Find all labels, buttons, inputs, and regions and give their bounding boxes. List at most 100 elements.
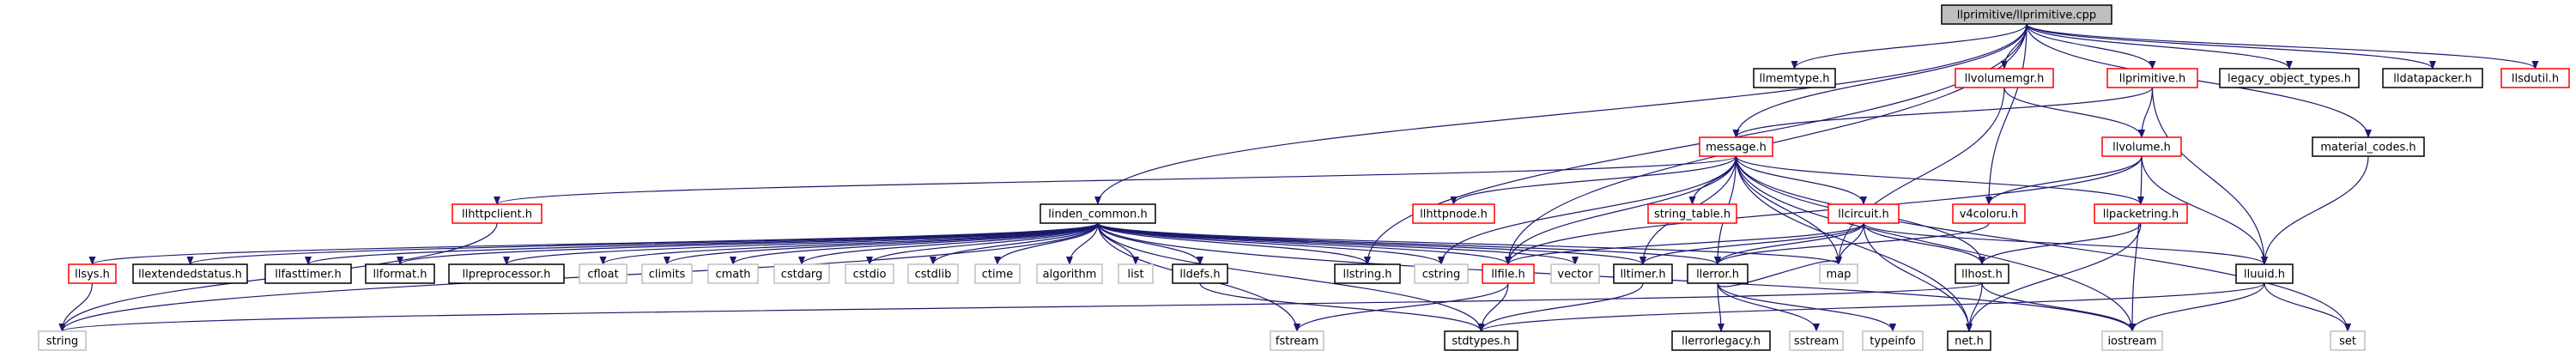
node-label: llhost.h bbox=[1961, 269, 2003, 281]
edge-llprimitive-to-lldatapacker bbox=[2026, 23, 2436, 70]
node-llfasttimer[interactable]: llfasttimer.h bbox=[264, 263, 352, 284]
node-stdtypes[interactable]: stdtypes.h bbox=[1444, 330, 1518, 351]
node-box bbox=[2382, 68, 2483, 88]
node-legacy[interactable]: legacy_object_types.h bbox=[2219, 68, 2360, 88]
edge-llprimitive-h-to-lluuid bbox=[2151, 87, 2268, 265]
node-label: fstream bbox=[1276, 336, 1318, 348]
edge-linden-common-to-llpreprocessor bbox=[503, 222, 1099, 265]
edge-llprimitive-to-linden-common bbox=[1094, 23, 2027, 205]
node-label: cstdlib bbox=[915, 269, 952, 281]
node-box bbox=[1647, 203, 1737, 224]
edge-lluuid-to-iostream bbox=[2129, 282, 2265, 332]
node-llstring[interactable]: llstring.h bbox=[1334, 263, 1401, 284]
node-llhttpclient[interactable]: llhttpclient.h bbox=[452, 203, 542, 224]
edge-llpacketring-to-net bbox=[1966, 222, 2142, 332]
node-llhost[interactable]: llhost.h bbox=[1955, 263, 2009, 284]
edge-llerror-to-typeinfo bbox=[1717, 282, 1896, 332]
node-box bbox=[2330, 330, 2366, 351]
node-llerror[interactable]: llerror.h bbox=[1687, 263, 1749, 284]
node-net[interactable]: net.h bbox=[1947, 330, 1991, 351]
node-label: list bbox=[1127, 269, 1143, 281]
node-box bbox=[845, 263, 894, 284]
node-label: llsdutil.h bbox=[2512, 73, 2559, 86]
node-box bbox=[2094, 203, 2188, 224]
node-linden-common[interactable]: linden_common.h bbox=[1039, 203, 1156, 224]
node-label: llpreprocessor.h bbox=[463, 269, 551, 281]
node-box bbox=[1172, 263, 1228, 284]
node-label: llmemtype.h bbox=[1760, 73, 1830, 86]
node-label: v4coloru.h bbox=[1960, 209, 2019, 221]
node-lluuid[interactable]: lluuid.h bbox=[2235, 263, 2294, 284]
node-box bbox=[1036, 263, 1103, 284]
node-box bbox=[773, 263, 830, 284]
node-label: string bbox=[46, 336, 78, 348]
node-llvolume[interactable]: llvolume.h bbox=[2101, 136, 2182, 157]
node-llprimitive-h[interactable]: llprimitive.h bbox=[2106, 68, 2198, 88]
edge-message-to-llhttpclient bbox=[494, 155, 1737, 205]
node-message[interactable]: message.h bbox=[1699, 136, 1773, 157]
node-box bbox=[2101, 330, 2163, 351]
edge-linden-common-to-lltimer bbox=[1097, 222, 1646, 265]
edge-linden-common-to-cstring bbox=[1097, 222, 1445, 265]
node-box bbox=[2219, 68, 2360, 88]
node-cstdarg: cstdarg bbox=[773, 263, 830, 284]
node-label: lltimer.h bbox=[1620, 269, 1665, 281]
node-box bbox=[452, 203, 542, 224]
edge-llprimitive-h-to-llvolume bbox=[2138, 87, 2154, 138]
node-label: stdtypes.h bbox=[1452, 336, 1510, 348]
node-box bbox=[1412, 203, 1495, 224]
node-llpacketring[interactable]: llpacketring.h bbox=[2094, 203, 2188, 224]
edge-llcircuit-to-lltimer bbox=[1640, 222, 1864, 265]
node-llpreprocessor[interactable]: llpreprocessor.h bbox=[448, 263, 565, 284]
edge-llvolume-to-iostream bbox=[2129, 155, 2143, 332]
node-v4coloru[interactable]: v4coloru.h bbox=[1952, 203, 2026, 224]
node-box bbox=[1753, 68, 1836, 88]
edge-v4coloru-to-llerror bbox=[1714, 222, 1990, 265]
node-box bbox=[1414, 263, 1469, 284]
node-box bbox=[132, 263, 248, 284]
edge-llsys-to-string bbox=[58, 282, 94, 332]
edge-llpacketring-to-llhost bbox=[1979, 222, 2142, 265]
node-box bbox=[1862, 330, 1924, 351]
node-label: lldatapacker.h bbox=[2393, 73, 2471, 86]
node-llmemtype[interactable]: llmemtype.h bbox=[1753, 68, 1836, 88]
node-lltimer[interactable]: lltimer.h bbox=[1613, 263, 1673, 284]
node-llerrorlegacy[interactable]: llerrorlegacy.h bbox=[1671, 330, 1771, 351]
node-llcircuit[interactable]: llcircuit.h bbox=[1827, 203, 1900, 224]
edge-lluuid-to-set bbox=[2264, 282, 2351, 332]
node-label: llvolume.h bbox=[2112, 142, 2171, 154]
node-lldatapacker[interactable]: lldatapacker.h bbox=[2382, 68, 2483, 88]
node-label: llsys.h bbox=[75, 269, 110, 281]
edge-llprimitive-to-llmemtype bbox=[1791, 23, 2027, 70]
node-llextendedstatus[interactable]: llextendedstatus.h bbox=[132, 263, 248, 284]
node-fstream: fstream bbox=[1270, 330, 1324, 351]
node-lldefs[interactable]: lldefs.h bbox=[1172, 263, 1228, 284]
edge-lltimer-to-stdtypes bbox=[1477, 282, 1644, 332]
node-cstdio: cstdio bbox=[845, 263, 894, 284]
node-label: iostream bbox=[2107, 336, 2156, 348]
edge-lldefs-to-stdtypes bbox=[1199, 282, 1485, 332]
node-label: llfasttimer.h bbox=[275, 269, 342, 281]
node-llformat[interactable]: llformat.h bbox=[365, 263, 435, 284]
edge-message-to-map bbox=[1735, 155, 1842, 265]
node-llprimitive[interactable]: llprimitive/llprimitive.cpp bbox=[1941, 4, 2112, 25]
node-llhttpnode[interactable]: llhttpnode.h bbox=[1412, 203, 1495, 224]
node-llfile[interactable]: llfile.h bbox=[1482, 263, 1535, 284]
node-material-codes[interactable]: material_codes.h bbox=[2312, 136, 2425, 157]
node-string-table[interactable]: string_table.h bbox=[1647, 203, 1737, 224]
edge-linden-common-to-llstring bbox=[1097, 222, 1371, 265]
edge-llprimitive-to-v4coloru bbox=[1985, 23, 2027, 205]
node-label: vector bbox=[1557, 269, 1593, 281]
node-label: cfloat bbox=[587, 269, 618, 281]
node-llvolumemgr[interactable]: llvolumemgr.h bbox=[1955, 68, 2054, 88]
node-label: lluuid.h bbox=[2244, 269, 2285, 281]
node-box bbox=[1482, 263, 1535, 284]
node-label: net.h bbox=[1955, 336, 1984, 348]
node-label: cstdio bbox=[853, 269, 887, 281]
node-box bbox=[1827, 203, 1900, 224]
node-label: llvolumemgr.h bbox=[1965, 73, 2045, 86]
node-box bbox=[974, 263, 1021, 284]
node-llsdutil[interactable]: llsdutil.h bbox=[2500, 68, 2570, 88]
node-climits: climits bbox=[641, 263, 693, 284]
node-llsys[interactable]: llsys.h bbox=[68, 263, 117, 284]
